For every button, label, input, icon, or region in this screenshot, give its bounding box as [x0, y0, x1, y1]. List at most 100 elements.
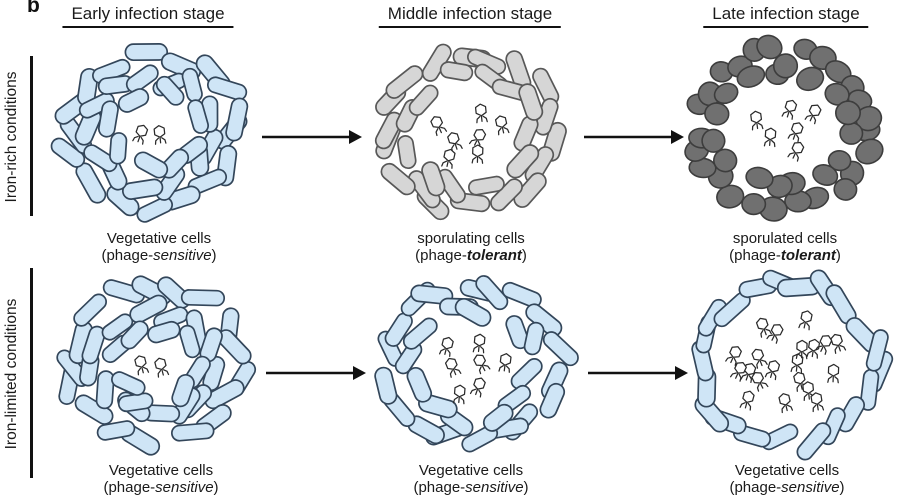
- caption-keyword: sensitive: [781, 479, 840, 496]
- phage-icon: [787, 122, 804, 143]
- phage-icon: [468, 128, 487, 149]
- bacterial-cell: [81, 325, 106, 365]
- phage-icon: [778, 393, 794, 414]
- caption-line1: Vegetative cells: [734, 462, 840, 479]
- bacterial-cell: [171, 373, 195, 408]
- bacterial-cell: [410, 284, 454, 305]
- bacterial-cell: [510, 358, 543, 390]
- row-rule-iron-rich: [30, 56, 33, 216]
- caption-keyword: tolerant: [780, 247, 836, 264]
- caption-line2: (phage-sensitive): [103, 479, 219, 496]
- caption-iron-rich-middle: sporulating cells (phage-tolerant): [360, 230, 582, 264]
- bacterial-cell: [505, 315, 530, 350]
- phage-icon: [153, 125, 167, 145]
- bacterial-cell: [102, 279, 146, 304]
- phage-icon: [781, 99, 798, 120]
- phage-icon: [474, 103, 488, 124]
- phage-icon: [447, 132, 463, 153]
- cluster-iron-limited-early: [56, 275, 257, 456]
- bacterial-cell: [73, 293, 107, 327]
- phage-icon: [804, 104, 822, 125]
- bacterial-cell: [523, 321, 545, 356]
- bacterial-cell: [539, 382, 566, 419]
- phage-icon: [430, 116, 448, 137]
- caption-line1: sporulated cells: [732, 230, 838, 247]
- bacterial-cell: [513, 172, 547, 208]
- phage-icon: [498, 353, 512, 373]
- bacterial-cell: [83, 144, 118, 173]
- phage-icon: [494, 115, 510, 136]
- column-header-late: Late infection stage: [703, 4, 869, 28]
- phage-icon: [802, 381, 816, 402]
- bacterial-cell: [439, 61, 474, 82]
- phage-icon: [452, 384, 466, 405]
- cluster-iron-rich-early: [50, 43, 249, 223]
- bacterial-cell: [408, 84, 439, 116]
- bacterial-cell: [204, 379, 245, 410]
- caption-line2: (phage-tolerant): [415, 247, 527, 264]
- cluster-iron-rich-middle: [374, 43, 567, 221]
- arrow-icon: [266, 366, 366, 380]
- caption-line1: sporulating cells: [417, 230, 525, 247]
- bacterial-cell: [225, 97, 249, 142]
- spore-cell: [855, 138, 884, 165]
- bacterial-cell: [865, 329, 889, 372]
- bacterial-cell: [542, 331, 579, 367]
- caption-keyword: sensitive: [155, 479, 214, 496]
- phage-icon: [827, 363, 840, 384]
- bacterial-cell: [475, 275, 509, 311]
- cluster-iron-limited-late: [691, 269, 894, 461]
- row-label-iron-rich: Iron-rich conditions: [3, 71, 20, 203]
- caption-iron-rich-late: sporulated cells (phage-tolerant): [674, 230, 896, 264]
- phage-icon: [739, 390, 755, 411]
- bacterial-cell: [117, 88, 150, 113]
- spore-cell: [824, 82, 850, 106]
- phage-icon: [751, 348, 768, 369]
- phage-icon: [444, 357, 462, 378]
- spore-cell: [827, 149, 852, 172]
- spore-cell: [741, 192, 767, 216]
- phage-icon: [750, 110, 764, 131]
- bacterial-cell: [95, 370, 115, 410]
- bacterial-cell: [179, 324, 201, 359]
- caption-keyword: sensitive: [153, 247, 212, 264]
- arrow-icon: [262, 130, 362, 144]
- bacterial-cell: [109, 132, 128, 165]
- bacterial-cell: [421, 161, 446, 197]
- bacterial-cell: [78, 92, 115, 119]
- bacterial-cell: [125, 64, 159, 93]
- caption-line2: (phage-sensitive): [729, 479, 845, 496]
- column-header-early: Early infection stage: [62, 4, 234, 28]
- spore-cell: [812, 164, 839, 186]
- phage-icon: [441, 148, 456, 169]
- phage-icon: [830, 333, 847, 354]
- phage-icon: [469, 377, 486, 398]
- bacterial-cell: [155, 75, 185, 106]
- bacterial-cell: [111, 371, 146, 396]
- bacterial-cell: [136, 196, 173, 223]
- spore-cell: [704, 102, 730, 126]
- bacterial-cell: [436, 168, 466, 204]
- phage-icon: [815, 335, 833, 355]
- bacterial-cell: [50, 137, 86, 168]
- bacterial-cell: [506, 144, 540, 179]
- bacterial-cell: [380, 162, 416, 196]
- caption-keyword: tolerant: [466, 247, 522, 264]
- caption-line1: Vegetative cells: [108, 462, 214, 479]
- bacterial-cell: [187, 99, 209, 134]
- phage-icon: [763, 127, 777, 148]
- bacterial-cell: [397, 135, 417, 170]
- spore-cell: [736, 65, 766, 88]
- phage-icon: [438, 336, 454, 357]
- bacterial-cell: [796, 422, 832, 461]
- spore-cell: [713, 82, 739, 105]
- caption-iron-limited-early: Vegetative cells (phage-sensitive): [50, 462, 272, 496]
- caption-line1: Vegetative cells: [106, 230, 212, 247]
- phage-icon: [806, 338, 821, 359]
- caption-iron-rich-early: Vegetative cells (phage-sensitive): [48, 230, 270, 264]
- spore-cell: [796, 66, 825, 92]
- bacterial-cell: [454, 297, 492, 327]
- row-label-iron-limited: Iron-limited conditions: [3, 298, 20, 450]
- bacterial-cell: [206, 76, 248, 101]
- phage-icon: [766, 324, 784, 344]
